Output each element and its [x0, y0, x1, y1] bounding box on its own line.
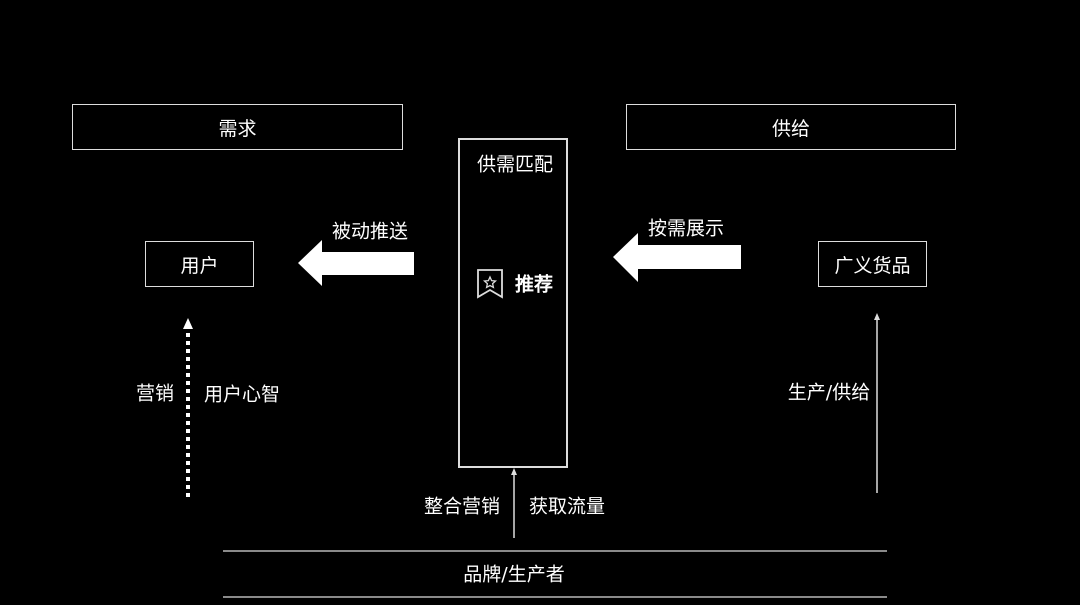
- supply-box: 供给: [626, 104, 956, 150]
- demand-label: 需求: [218, 117, 257, 140]
- supply-arrow: [874, 313, 880, 493]
- produce-supply-label: 生产/供给: [787, 381, 871, 404]
- passive-push-arrow: [298, 240, 414, 286]
- match-title: 供需匹配: [476, 153, 554, 176]
- acquire-traffic-label: 获取流量: [528, 495, 606, 518]
- brand-producer-label: 品牌/生产者: [463, 563, 565, 586]
- user-label: 用户: [180, 254, 219, 277]
- bookmark-star-icon: [477, 269, 503, 299]
- traffic-arrow: [511, 468, 517, 538]
- goods-box: 广义货品: [818, 241, 927, 287]
- supply-label: 供给: [771, 117, 810, 140]
- marketing-label: 营销: [135, 382, 175, 405]
- passive-push-label: 被动推送: [331, 220, 409, 243]
- show-on-demand-label: 按需展示: [647, 217, 725, 240]
- integrated-marketing-label: 整合营销: [423, 495, 501, 518]
- show-on-demand-arrow: [613, 233, 741, 282]
- user-box: 用户: [145, 241, 254, 287]
- demand-box: 需求: [72, 104, 403, 150]
- goods-label: 广义货品: [834, 254, 911, 277]
- user-mind-label: 用户心智: [203, 383, 281, 406]
- recommend-label: 推荐: [514, 273, 554, 296]
- match-box: [458, 138, 568, 468]
- marketing-dotted-arrow: [183, 318, 193, 497]
